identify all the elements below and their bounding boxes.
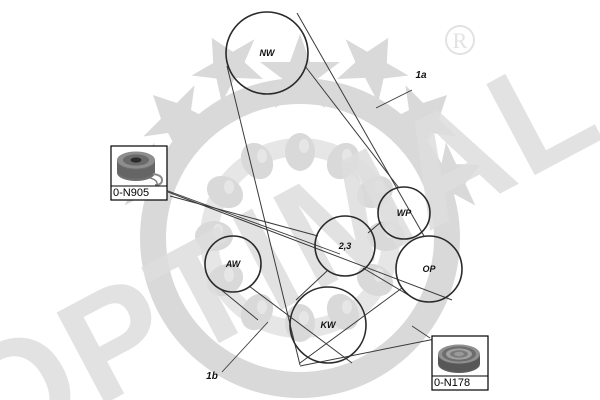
pulley-label-kw: KW <box>321 320 337 330</box>
registered-trademark-icon: R <box>445 25 475 55</box>
part-box-n178[interactable]: 0-N178 <box>431 335 489 391</box>
pulley-KW[interactable]: KW <box>289 286 367 364</box>
pulley-NW[interactable]: NW <box>225 11 309 95</box>
part-code-n178: 0-N178 <box>434 377 470 389</box>
pulley-group: NW WP 2,3 OP AW KW <box>204 11 463 364</box>
pulley-label-wp: WP <box>397 208 412 218</box>
tensioner-pulley-icon <box>117 151 164 186</box>
svg-text:R: R <box>453 28 468 53</box>
idler-bearing-icon <box>438 344 480 373</box>
pulley-OP[interactable]: OP <box>395 235 463 303</box>
part-code-n905: 0-N905 <box>113 187 149 199</box>
pulley-WP[interactable]: WP <box>377 186 431 240</box>
pulley-label-aw: AW <box>225 259 242 269</box>
route-label-1b: 1b <box>206 371 218 382</box>
route-label-1a: 1a <box>415 70 427 81</box>
part-box-n905[interactable]: 0-N905 <box>110 145 168 201</box>
pulley-label-23: 2,3 <box>338 241 352 251</box>
pulley-label-nw: NW <box>260 48 276 58</box>
route-callouts: 1a 1b <box>206 70 427 382</box>
pulley-23[interactable]: 2,3 <box>314 215 376 277</box>
watermark-ball-elements <box>195 133 405 342</box>
pulley-label-op: OP <box>422 264 436 274</box>
pulley-AW[interactable]: AW <box>204 235 262 293</box>
brand-watermark: OPTIMAL R <box>0 15 600 400</box>
belt-routing-lines <box>159 12 453 373</box>
